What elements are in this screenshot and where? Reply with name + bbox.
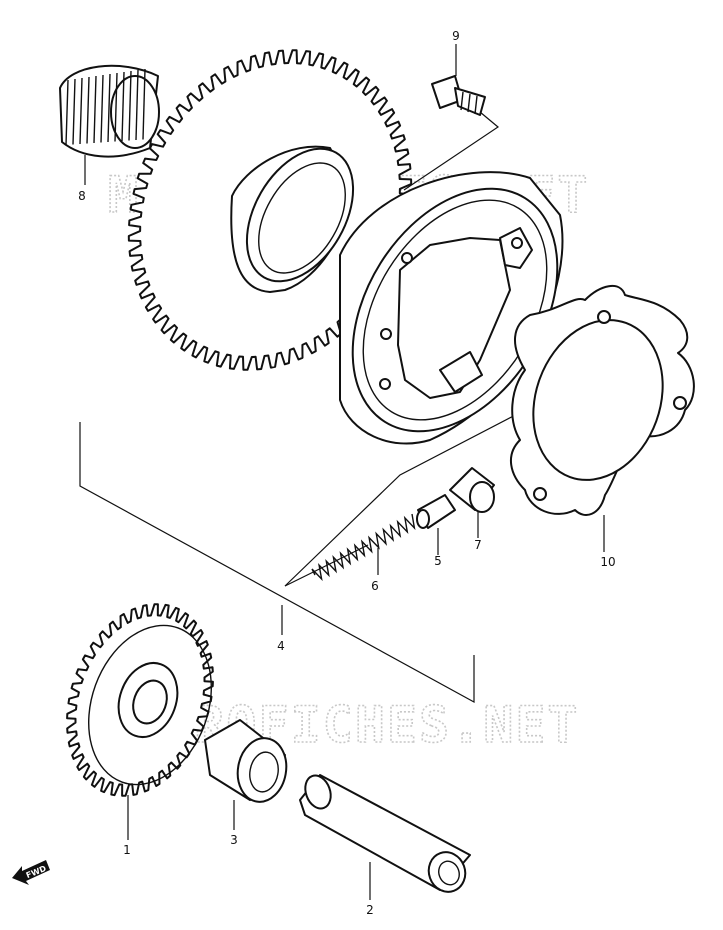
allen-bolt bbox=[431, 75, 486, 116]
part-number-7: 7 bbox=[474, 538, 482, 552]
forward-label: FWD bbox=[25, 864, 48, 880]
bearing-roller bbox=[79, 77, 83, 145]
forward-arrow-icon: FWD bbox=[12, 860, 50, 885]
bearing-roller bbox=[65, 79, 69, 146]
plunger-cap bbox=[416, 494, 456, 529]
bolt-lead-line bbox=[403, 111, 499, 191]
bearing-roller bbox=[121, 71, 125, 142]
assembly-bracket-line bbox=[79, 422, 475, 704]
part-number-1: 1 bbox=[123, 843, 131, 857]
idle-gear-bushing bbox=[204, 719, 288, 803]
bearing-roller bbox=[100, 74, 104, 143]
idle-gear-shaft bbox=[299, 774, 471, 893]
clutch-plate bbox=[510, 285, 695, 516]
bearing-roller bbox=[86, 76, 90, 144]
part-number-4: 4 bbox=[277, 639, 285, 653]
part-number-5: 5 bbox=[434, 554, 442, 568]
part-number-2: 2 bbox=[366, 903, 374, 917]
part-number-8: 8 bbox=[78, 189, 86, 203]
bearing-roller bbox=[142, 68, 146, 140]
bearing-roller bbox=[135, 69, 139, 141]
part-number-6: 6 bbox=[371, 579, 379, 593]
gear-bushing bbox=[230, 145, 355, 293]
clutch-roller bbox=[449, 467, 495, 513]
bearing-roller bbox=[107, 73, 111, 143]
bearing-roller bbox=[114, 72, 118, 142]
needle-bearing bbox=[59, 64, 160, 158]
part-number-9: 9 bbox=[452, 29, 460, 43]
compression-spring bbox=[311, 513, 416, 582]
part-number-10: 10 bbox=[600, 555, 615, 569]
idle-gear bbox=[66, 603, 214, 797]
bearing-roller bbox=[93, 75, 97, 144]
part-number-3: 3 bbox=[230, 833, 238, 847]
bearing-roller bbox=[128, 70, 132, 141]
bearing-roller bbox=[72, 78, 76, 145]
assembly-lead-upper bbox=[284, 409, 526, 587]
